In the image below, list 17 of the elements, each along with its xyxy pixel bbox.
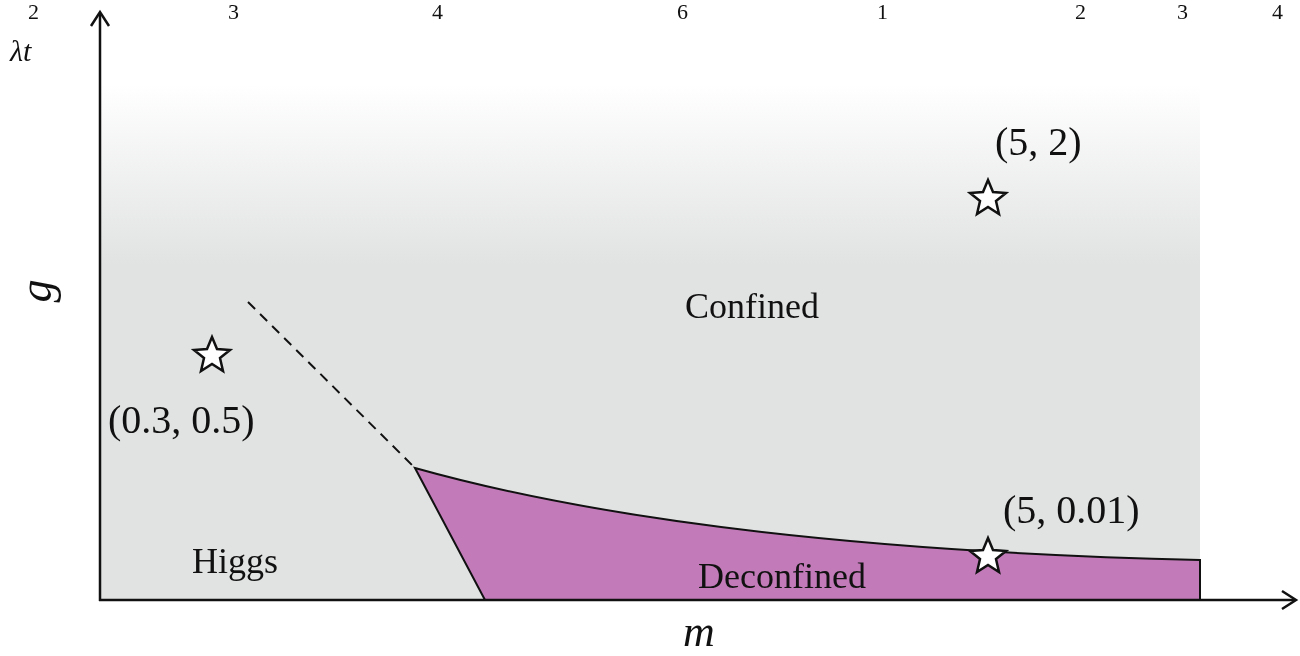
axis-label: m	[683, 610, 715, 654]
point-label: (0.3, 0.5)	[108, 400, 255, 440]
region-label: Higgs	[192, 543, 278, 579]
region-label: Deconfined	[698, 558, 866, 594]
tick-label: 1	[877, 1, 888, 23]
tick-label: 3	[228, 1, 239, 23]
tick-label: 4	[432, 1, 443, 23]
tick-label: 3	[1177, 1, 1188, 23]
point-label: (5, 2)	[995, 122, 1082, 162]
tick-label: 4	[1272, 1, 1283, 23]
axis-label: g	[12, 279, 59, 303]
tick-label: 2	[1075, 1, 1086, 23]
axis-label: λt	[10, 36, 32, 66]
tick-label: 6	[677, 1, 688, 23]
point-label: (5, 0.01)	[1003, 490, 1140, 530]
tick-label: 2	[28, 1, 39, 23]
region-label: Confined	[685, 288, 819, 324]
